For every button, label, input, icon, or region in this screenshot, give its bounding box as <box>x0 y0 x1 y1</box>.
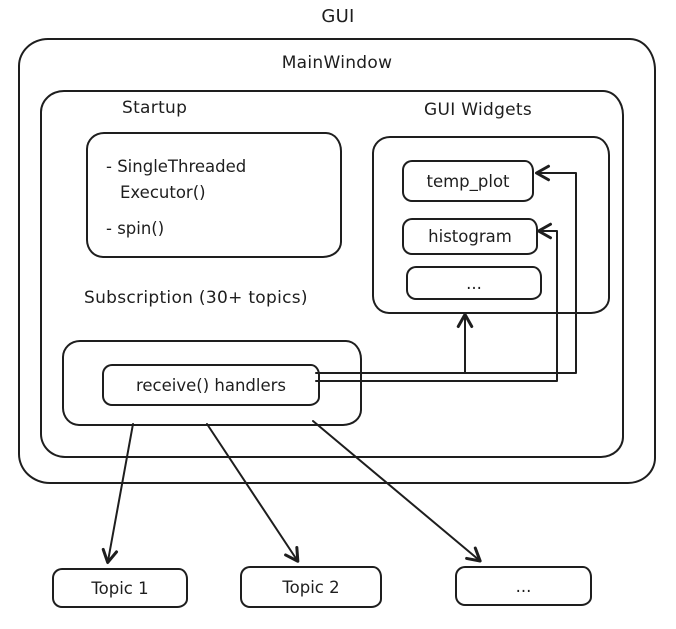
widget-ellipsis: ... <box>406 266 542 300</box>
topic-1-box: Topic 1 <box>52 568 188 608</box>
subscription-label: Subscription (30+ topics) <box>84 288 308 308</box>
widget-histogram: histogram <box>402 218 538 255</box>
diagram-title: GUI <box>321 6 355 27</box>
startup-item-executor: - SingleThreaded <box>106 157 247 176</box>
startup-item-executor-cont: Executor() <box>120 183 206 202</box>
gui-widgets-label: GUI Widgets <box>424 100 533 120</box>
topic-ellipsis-box: ... <box>455 566 592 606</box>
topic-2-box: Topic 2 <box>240 566 382 608</box>
startup-box: - SingleThreaded Executor() - spin() <box>86 132 342 258</box>
subscription-box: receive() handlers <box>62 340 362 426</box>
startup-item-spin: - spin() <box>106 219 165 238</box>
main-window-label: MainWindow <box>281 53 393 73</box>
startup-label: Startup <box>122 98 188 118</box>
gui-outer-container: MainWindow Startup - SingleThreaded Exec… <box>18 38 656 484</box>
widget-temp-plot: temp_plot <box>402 160 534 202</box>
receive-handlers-box: receive() handlers <box>102 364 320 406</box>
main-window-content: Startup - SingleThreaded Executor() - sp… <box>40 90 624 458</box>
gui-widgets-box: temp_plot histogram ... <box>372 136 610 314</box>
